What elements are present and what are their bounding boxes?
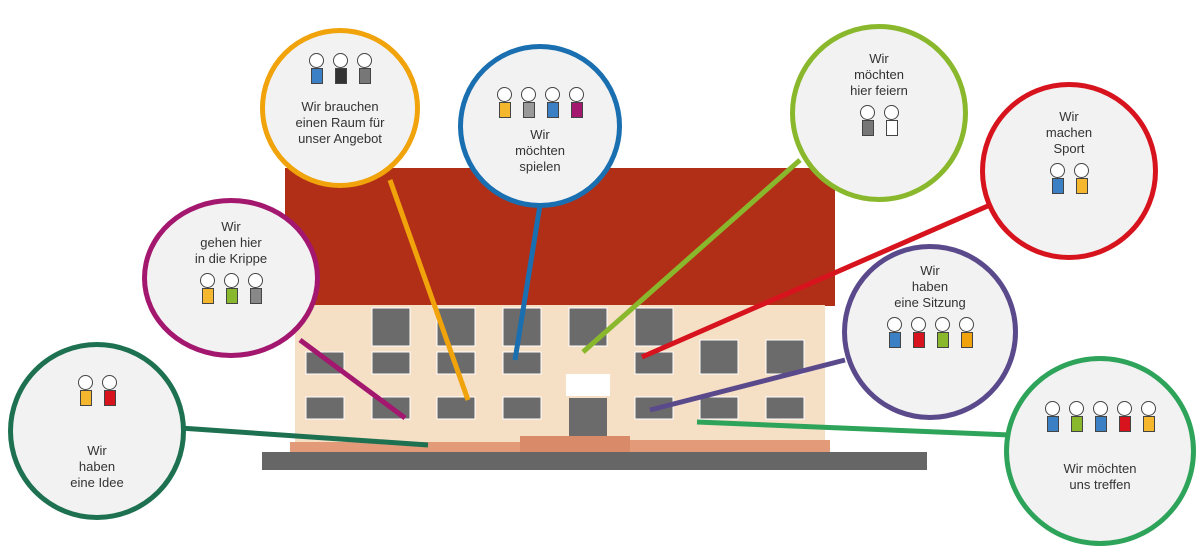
bubble-text: Wir haben eine Sitzung	[894, 263, 966, 310]
bubble-text: Wir möchten uns treffen	[1063, 461, 1137, 492]
bubble-sport: Wir machen Sport	[980, 82, 1158, 260]
bubble-text: Wir gehen hier in die Krippe	[194, 219, 268, 266]
bubble-text: Wir haben eine Idee	[70, 443, 124, 490]
entrance-sign	[566, 374, 610, 396]
bubble-feiern: Wir möchten hier feiern	[790, 24, 968, 202]
bubble-spielen: Wir möchten spielen	[458, 44, 622, 208]
bubble-treffen: Wir möchten uns treffen	[1004, 356, 1196, 546]
bubble-krippe: Wir gehen hier in die Krippe	[142, 198, 320, 358]
children-playing-icon	[495, 87, 585, 121]
people-meeting-icon	[307, 53, 373, 87]
children-wheelchair-icon	[76, 375, 118, 409]
bubble-text: Wir möchten spielen	[515, 127, 565, 174]
group-of-children-icon	[1043, 401, 1157, 435]
bubble-text: Wir brauchen einen Raum für unser Angebo…	[295, 99, 385, 146]
terrace	[630, 440, 830, 452]
bubble-text: Wir machen Sport	[1045, 109, 1093, 156]
base	[262, 452, 927, 470]
windows	[305, 307, 805, 420]
playground-icon	[198, 273, 264, 307]
bubble-idee: Wir haben eine Idee	[8, 342, 186, 520]
stairs	[520, 436, 630, 452]
sport-weightlifting-icon	[1048, 163, 1090, 197]
entrance-door	[569, 398, 607, 438]
bubble-text: Wir möchten hier feiern	[850, 51, 908, 98]
bubble-sitzung: Wir haben eine Sitzung	[842, 244, 1018, 420]
wedding-couple-icon	[858, 105, 900, 139]
meeting-table-icon	[885, 317, 975, 351]
bubble-angebot: Wir brauchen einen Raum für unser Angebo…	[260, 28, 420, 188]
